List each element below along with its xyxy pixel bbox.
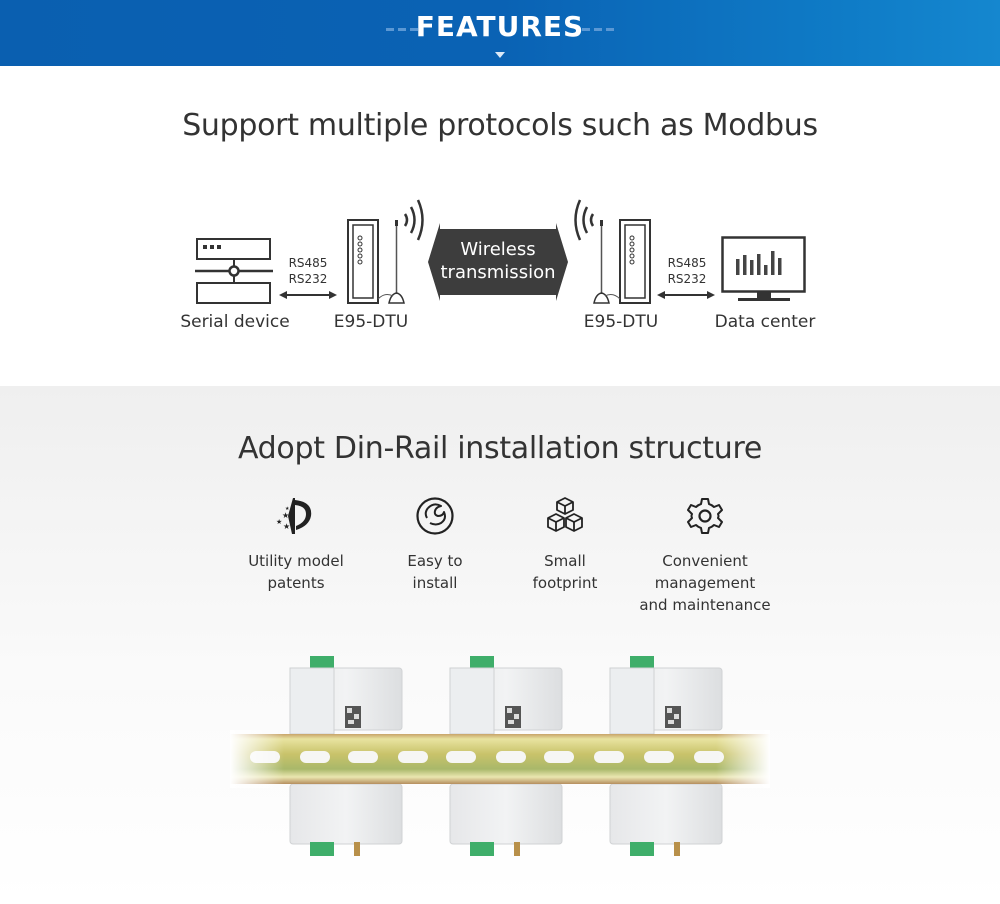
svg-text:★: ★: [283, 522, 290, 531]
feature-text-line2: management: [654, 574, 756, 592]
feature-text-line2: patents: [267, 574, 325, 592]
svg-text:★: ★: [276, 518, 282, 526]
wireless-double-arrow: [428, 223, 568, 301]
wireless-line2: transmission: [440, 262, 556, 283]
wrench-circle-icon: [416, 497, 454, 535]
monitor-chart-icon: [721, 236, 806, 301]
feature-text-line1: Convenient: [662, 552, 748, 570]
protocol-rs232: RS232: [288, 272, 328, 286]
double-arrow-icon: [279, 291, 337, 299]
double-arrow-icon: [657, 291, 715, 299]
protocol-rs485: RS485: [667, 256, 707, 270]
link-protocol-label: RS485 RS232: [659, 255, 715, 287]
protocols-title: Support multiple protocols such as Modbu…: [182, 108, 818, 143]
node-label-dtu-left: E95-DTU: [333, 312, 409, 332]
feature-text-line1: Easy to: [407, 552, 463, 570]
protocol-rs232: RS232: [667, 272, 707, 286]
din-rail-section: Adopt Din-Rail installation structure ★ …: [0, 386, 1000, 904]
caret-down-icon: [495, 52, 505, 58]
dashed-divider-left: [386, 28, 420, 31]
svg-text:★: ★: [282, 511, 289, 520]
feature-small-footprint: Small footprint: [490, 496, 640, 594]
patent-icon: ★ ★ ★ ★: [276, 498, 312, 534]
cubes-icon: [547, 497, 583, 532]
node-label-data-center: Data center: [714, 312, 816, 332]
banner-title: FEATURES: [415, 10, 585, 43]
feature-text-line1: Utility model: [248, 552, 344, 570]
feature-text-line3: and maintenance: [639, 596, 771, 614]
svg-text:★: ★: [285, 506, 290, 512]
node-label-dtu-right: E95-DTU: [583, 312, 659, 332]
feature-utility-patents: ★ ★ ★ ★ Utility model patents: [221, 496, 371, 594]
feature-easy-install: Easy to install: [360, 496, 510, 594]
dtu-device-icon: [347, 199, 424, 304]
dashed-divider-right: [582, 28, 616, 31]
features-banner: FEATURES: [0, 0, 1000, 66]
din-rail-title: Adopt Din-Rail installation structure: [237, 431, 762, 466]
feature-text-line1: Small: [544, 552, 586, 570]
wireless-line1: Wireless: [460, 239, 536, 260]
wireless-label: Wireless transmission: [430, 238, 566, 284]
din-rail-product-image: [230, 656, 770, 856]
protocol-rs485: RS485: [288, 256, 328, 270]
protocols-section: Support multiple protocols such as Modbu…: [0, 66, 1000, 386]
feature-text-line2: install: [412, 574, 458, 592]
feature-convenient-management: Convenient management and maintenance: [630, 496, 780, 616]
link-protocol-label: RS485 RS232: [280, 255, 336, 287]
node-label-serial-device: Serial device: [180, 312, 290, 332]
feature-text-line2: footprint: [532, 574, 598, 592]
serial-device-icon: [195, 238, 273, 304]
gear-icon: [687, 498, 723, 534]
dtu-device-icon: [574, 199, 651, 304]
